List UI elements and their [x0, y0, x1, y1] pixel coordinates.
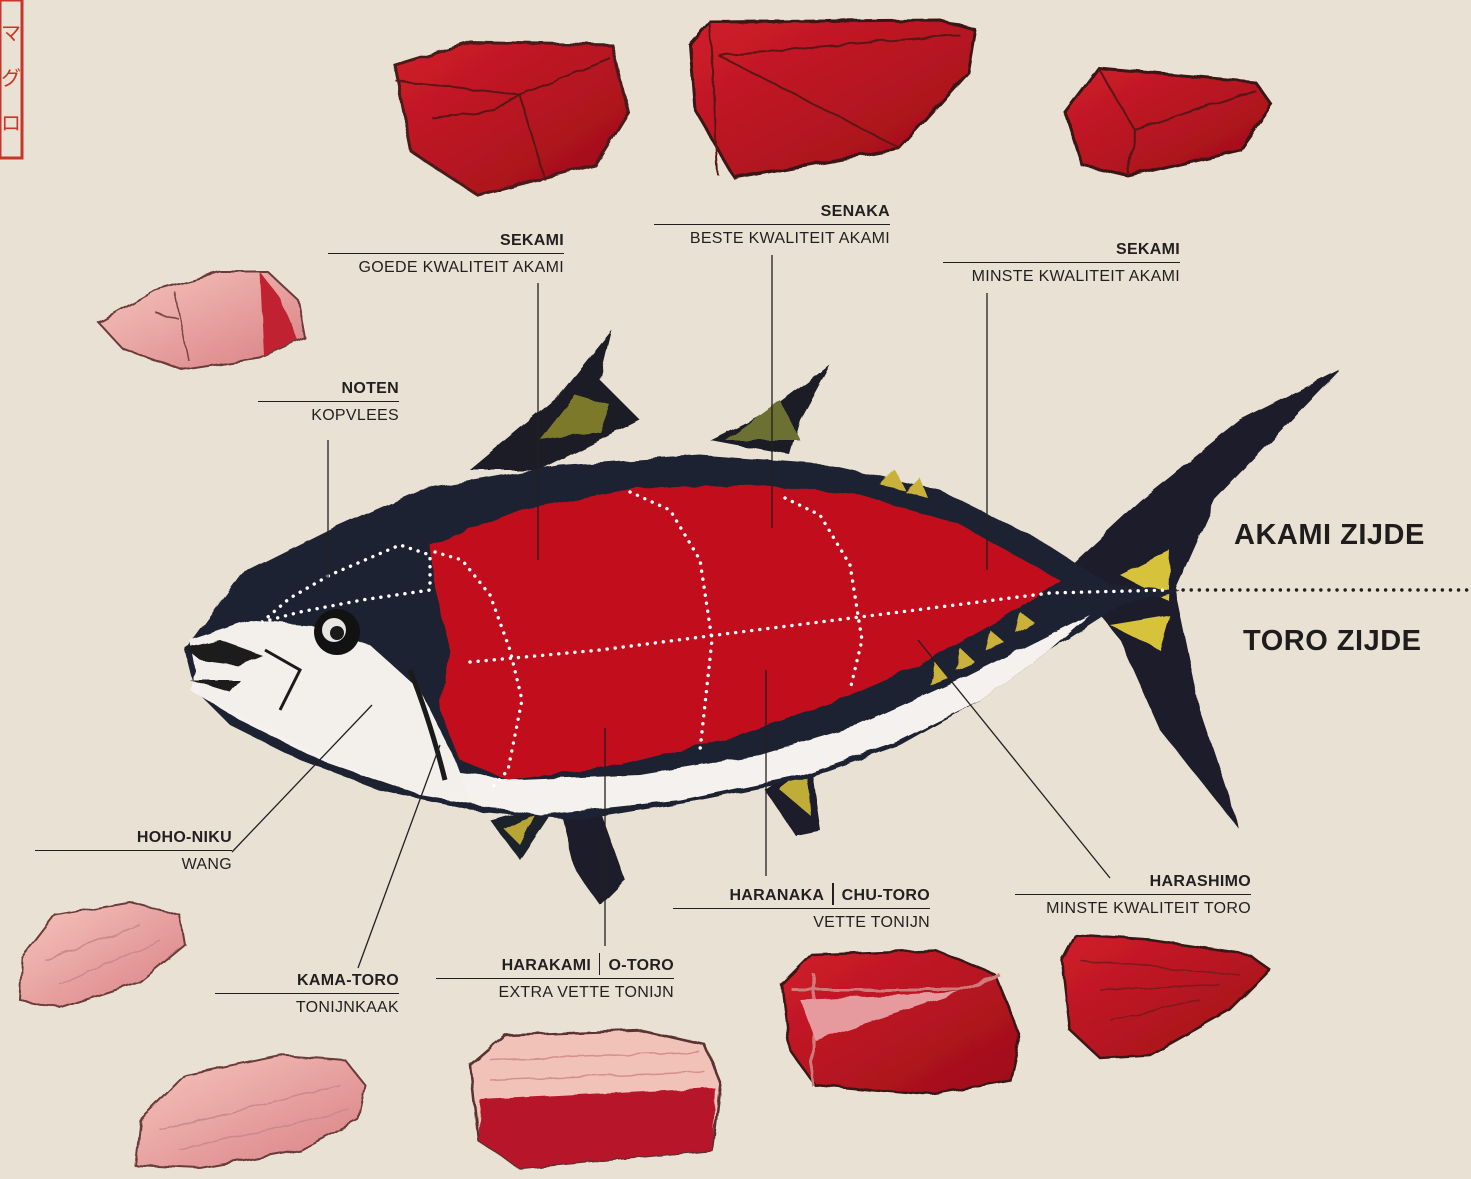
label-haranaka-sub: VETTE TONIJN — [673, 909, 930, 932]
label-haranaka-title-a: HARANAKA — [729, 887, 824, 904]
label-sekami-top-sub: GOEDE KWALITEIT AKAMI — [328, 254, 564, 277]
label-hoho-niku-title: HOHO-NIKU — [35, 829, 232, 851]
meat-block-chu-toro — [782, 950, 1020, 1095]
label-sekami-tail-sub: MINSTE KWALITEIT AKAMI — [943, 263, 1180, 286]
meat-slice-wang — [20, 902, 185, 1008]
label-senaka: SENAKA BESTE KWALITEIT AKAMI — [654, 203, 890, 248]
label-sekami-top: SEKAMI GOEDE KWALITEIT AKAMI — [328, 232, 564, 277]
label-senaka-sub: BESTE KWALITEIT AKAMI — [654, 225, 890, 248]
title-separator — [599, 953, 600, 975]
label-harakami: HARAKAMI O-TORO EXTRA VETTE TONIJN — [436, 953, 674, 1002]
label-sekami-tail-title: SEKAMI — [943, 241, 1180, 263]
label-sekami-tail: SEKAMI MINSTE KWALITEIT AKAMI — [943, 241, 1180, 286]
label-noten-title: NOTEN — [258, 380, 399, 402]
label-hoho-niku-sub: WANG — [35, 851, 232, 874]
label-kama-toro-sub: TONIJNKAAK — [215, 994, 399, 1017]
stamp-char-3: ロ — [1, 111, 21, 135]
akami-side-label: AKAMI ZIJDE — [1234, 519, 1425, 552]
label-harashimo: HARASHIMO MINSTE KWALITEIT TORO — [1015, 873, 1251, 918]
title-separator — [832, 883, 833, 905]
toro-side-label: TORO ZIJDE — [1243, 625, 1422, 658]
label-kama-toro-title: KAMA-TORO — [215, 972, 399, 994]
label-haranaka-title: HARANAKA CHU-TORO — [673, 883, 930, 909]
stamp-char-2: グ — [1, 66, 21, 90]
label-harakami-title: HARAKAMI O-TORO — [436, 953, 674, 979]
meat-block-akami-3 — [1065, 68, 1272, 176]
meat-slice-kama-toro — [135, 1055, 365, 1168]
label-harashimo-title: HARASHIMO — [1015, 873, 1251, 895]
label-noten-sub: KOPVLEES — [258, 402, 399, 425]
meat-slice-kopvlees — [98, 272, 305, 370]
label-harakami-sub: EXTRA VETTE TONIJN — [436, 979, 674, 1002]
red-seal-stamp: マ グ ロ — [0, 0, 22, 158]
meat-block-akami-2 — [690, 20, 975, 178]
label-hoho-niku: HOHO-NIKU WANG — [35, 829, 232, 874]
label-harakami-title-b: O-TORO — [608, 957, 674, 974]
label-harashimo-sub: MINSTE KWALITEIT TORO — [1015, 895, 1251, 918]
label-harakami-title-a: HARAKAMI — [502, 957, 592, 974]
label-senaka-title: SENAKA — [654, 203, 890, 225]
label-kama-toro: KAMA-TORO TONIJNKAAK — [215, 972, 399, 1017]
label-noten: NOTEN KOPVLEES — [258, 380, 399, 425]
label-haranaka: HARANAKA CHU-TORO VETTE TONIJN — [673, 883, 930, 932]
label-haranaka-title-b: CHU-TORO — [842, 887, 930, 904]
label-sekami-top-title: SEKAMI — [328, 232, 564, 254]
stamp-char-1: マ — [1, 21, 21, 45]
meat-block-akami-1 — [395, 42, 628, 195]
meat-block-o-toro — [470, 1030, 720, 1168]
meat-block-harashimo — [1062, 935, 1270, 1058]
fish-eye — [314, 609, 360, 655]
